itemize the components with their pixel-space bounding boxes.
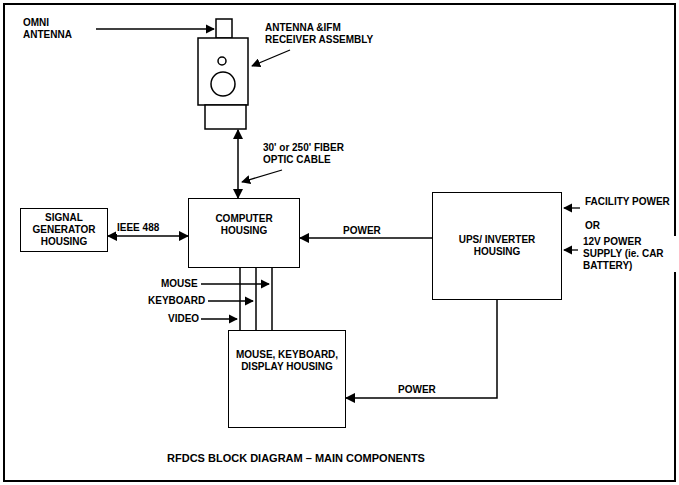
leader-arrow	[96, 28, 214, 29]
connector	[239, 268, 241, 330]
antenna-receiver-assembly: ANTENNA &IFM RECEIVER ASSEMBLY	[197, 18, 249, 130]
connector	[108, 235, 188, 237]
computer-box: COMPUTER HOUSING	[188, 198, 300, 268]
annotation-label: OMNI ANTENNA	[22, 17, 94, 41]
edge-label: POWER	[397, 384, 437, 396]
leader-arrow	[564, 249, 578, 250]
box-label: MOUSE, KEYBOARD, DISPLAY HOUSING	[235, 349, 339, 373]
leader-arrow	[201, 283, 269, 284]
leader-arrow	[252, 50, 290, 66]
box-label: COMPUTER HOUSING	[195, 213, 293, 237]
leader-arrow	[208, 300, 253, 301]
edge-label: 30' or 250' FIBER OPTIC CABLE	[262, 142, 376, 166]
edge-label: KEYBOARD	[147, 295, 206, 307]
generator-box: SIGNAL GENERATOR HOUSING	[20, 208, 108, 252]
connector	[300, 237, 432, 239]
ups-box: UPS/ INVERTER HOUSING	[432, 192, 562, 300]
display-box: MOUSE, KEYBOARD, DISPLAY HOUSING	[228, 330, 346, 428]
connector	[255, 268, 257, 330]
antenna-illustration	[197, 18, 249, 130]
leader-arrow	[201, 318, 237, 319]
box-label: ANTENNA &IFM RECEIVER ASSEMBLY	[265, 22, 375, 46]
edge-label: VIDEO	[167, 313, 200, 325]
box-label: UPS/ INVERTER HOUSING	[439, 234, 555, 258]
edge-label: POWER	[342, 225, 382, 237]
leader-arrow	[564, 207, 580, 208]
connector	[346, 300, 497, 398]
annotation-label: FACILITY POWER	[584, 196, 674, 208]
edge-label: IEEE 488	[116, 222, 160, 234]
annotation-label: 12V POWER SUPPLY (ie. CAR BATTERY)	[582, 236, 676, 272]
box-label: SIGNAL GENERATOR HOUSING	[24, 212, 104, 248]
edge-label: MOUSE	[160, 278, 199, 290]
diagram-caption: RFDCS BLOCK DIAGRAM – MAIN COMPONENTS	[0, 452, 592, 465]
connector	[271, 268, 273, 330]
annotation-label: OR	[584, 220, 601, 232]
connector	[237, 130, 239, 198]
leader-arrow	[242, 170, 282, 182]
